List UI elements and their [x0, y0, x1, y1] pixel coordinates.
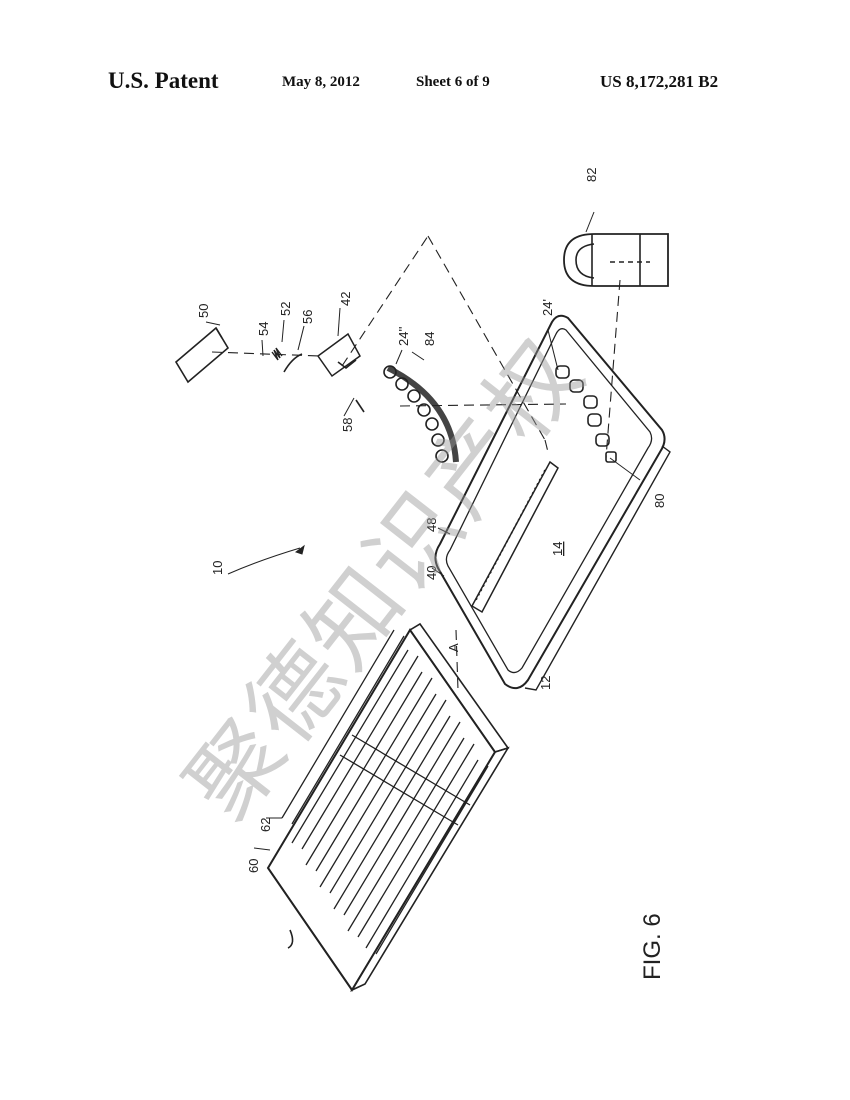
label-82: 82 — [584, 168, 599, 182]
patent-date: May 8, 2012 — [282, 74, 360, 90]
reference-labels: 10 12 14 24' 24'' 40 42 48 50 52 54 56 5… — [196, 168, 667, 980]
spring-52 — [271, 347, 303, 373]
page-header: U.S. Patent May 8, 2012 Sheet 6 of 9 US … — [0, 68, 850, 98]
label-56: 56 — [300, 310, 315, 324]
label-a: A — [446, 643, 461, 652]
label-24-double-prime: 24'' — [396, 327, 411, 346]
patent-number: US 8,172,281 B2 — [600, 72, 719, 91]
rack-60 — [266, 622, 510, 992]
label-10: 10 — [210, 561, 225, 575]
label-50: 50 — [196, 304, 211, 318]
sheet-number: Sheet 6 of 9 — [416, 74, 490, 90]
leader-lines — [205, 211, 641, 851]
label-42: 42 — [338, 292, 353, 306]
assembly-lines — [211, 235, 621, 691]
label-54: 54 — [256, 322, 271, 336]
housing-42 — [316, 332, 361, 378]
label-60: 60 — [246, 859, 261, 873]
rail-40 — [470, 460, 559, 614]
label-48: 48 — [424, 518, 439, 532]
label-24-prime: 24' — [540, 299, 555, 316]
nozzles-24-prime — [555, 365, 617, 463]
cap-82 — [563, 233, 669, 287]
label-80: 80 — [652, 494, 667, 508]
connector-50 — [174, 326, 230, 384]
patent-title: U.S. Patent — [108, 68, 219, 93]
label-14: 14 — [550, 542, 565, 556]
nozzle-strip-84 — [383, 365, 459, 463]
label-58: 58 — [340, 418, 355, 432]
label-84: 84 — [422, 332, 437, 346]
figure-caption: FIG. 6 — [639, 913, 666, 980]
label-52: 52 — [278, 302, 293, 316]
label-62: 62 — [258, 818, 273, 832]
pin-58 — [355, 399, 365, 413]
tray-12 — [434, 314, 671, 691]
label-40: 40 — [424, 566, 439, 580]
label-12: 12 — [538, 676, 553, 690]
